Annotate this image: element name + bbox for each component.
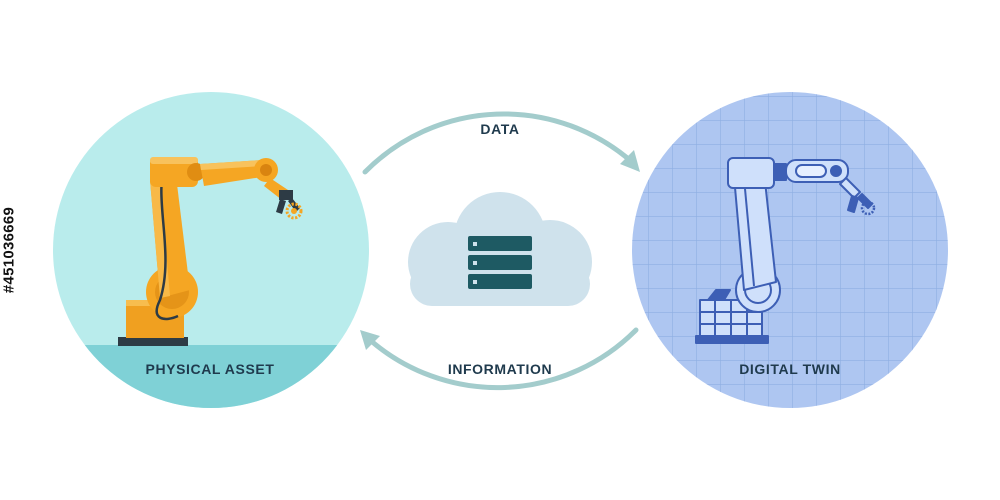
information-arrow [367,327,639,391]
digital-twin-label: DIGITAL TWIN [739,361,841,377]
data-label: DATA [480,121,520,137]
cycle-arrows-icon [360,111,640,391]
digital-robot-arm-wireframe-icon [695,157,876,344]
data-arrow [362,111,635,175]
physical-asset-label: PHYSICAL ASSET [145,361,275,377]
stock-id: #451036669 [0,206,18,294]
industrial-robot-arm-icon [118,157,303,346]
floor-band [53,345,369,408]
cloud-server-icon [408,192,592,306]
information-label: INFORMATION [447,361,553,377]
server-icon [468,236,532,289]
